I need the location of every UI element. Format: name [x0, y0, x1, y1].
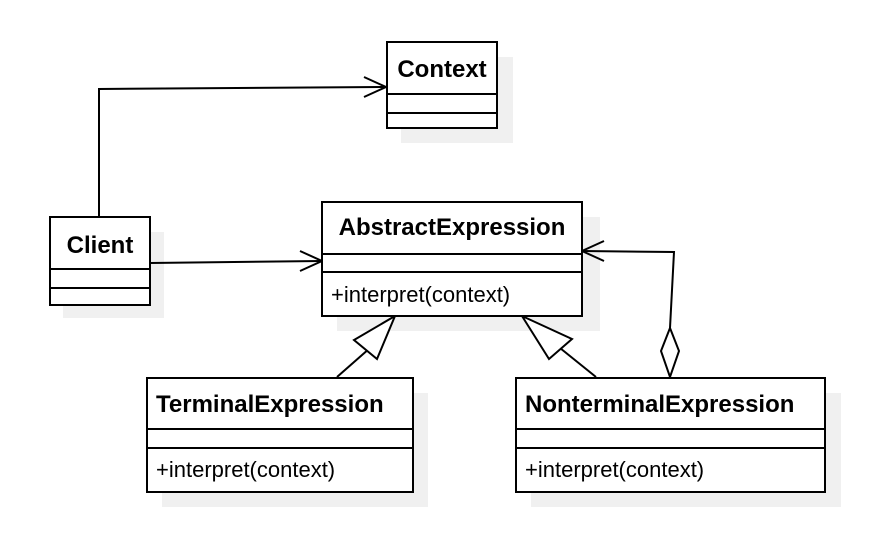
operations-compartment	[323, 271, 581, 273]
operation-interpret: +interpret(context)	[156, 457, 336, 482]
class-client[interactable]: Client	[49, 216, 151, 306]
class-name: TerminalExpression	[156, 391, 384, 418]
client-context-association-line	[98, 86, 387, 216]
class-name: Client	[66, 232, 134, 259]
attributes-compartment	[517, 428, 824, 430]
operation-interpret: +interpret(context)	[331, 282, 511, 307]
attributes-compartment	[388, 93, 496, 95]
nonterminal-aggregation-line	[581, 250, 676, 329]
nonterminal-generalization-arrowhead	[519, 313, 574, 361]
class-context[interactable]: Context	[386, 41, 498, 129]
attributes-compartment	[51, 268, 149, 270]
class-nonterminal-expression[interactable]: NonterminalExpression +interpret(context…	[515, 377, 826, 493]
terminal-generalization-arrowhead	[352, 313, 398, 361]
terminal-generalization-line	[336, 347, 371, 378]
class-name: AbstractExpression	[338, 214, 566, 241]
operations-compartment	[388, 112, 496, 114]
operations-compartment	[517, 447, 824, 449]
aggregation-diamond	[659, 325, 681, 381]
class-terminal-expression[interactable]: TerminalExpression +interpret(context)	[146, 377, 414, 493]
attributes-compartment	[323, 253, 581, 255]
nonterminal-generalization-line	[559, 347, 597, 378]
operation-interpret: +interpret(context)	[525, 457, 705, 482]
class-name: Context	[397, 56, 487, 83]
operations-compartment	[148, 447, 412, 449]
class-abstract-expression[interactable]: AbstractExpression +interpret(context)	[321, 201, 583, 317]
client-abstract-association-line	[149, 260, 323, 264]
class-name: NonterminalExpression	[525, 391, 795, 418]
operations-compartment	[51, 287, 149, 289]
attributes-compartment	[148, 428, 412, 430]
